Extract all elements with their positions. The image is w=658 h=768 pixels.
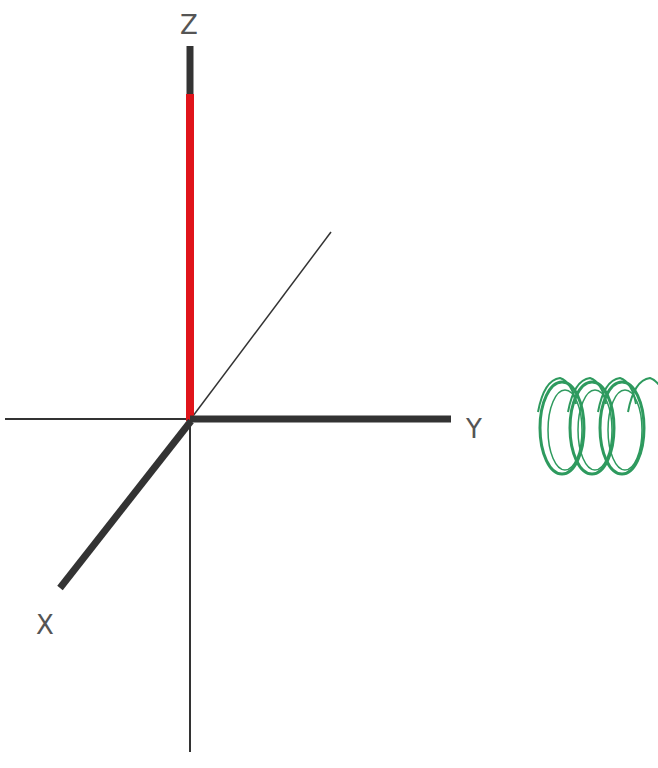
- diagonal-line: [190, 232, 331, 420]
- y-axis: [190, 416, 451, 423]
- axis-label: Y: [466, 416, 482, 442]
- z-axis-tip: [187, 46, 194, 96]
- x-axis: [60, 421, 191, 588]
- axis-label: Z: [180, 12, 198, 38]
- coil-winding-inner: [608, 390, 642, 470]
- coil-symbol: [538, 378, 658, 474]
- coil-arc: [598, 378, 636, 412]
- z-axis: [186, 94, 194, 421]
- coil-winding: [600, 382, 644, 474]
- coil-arc: [568, 378, 606, 412]
- coil-arc: [628, 378, 658, 412]
- coil-arc: [538, 378, 576, 412]
- axis-label: X: [36, 612, 54, 638]
- negative-y-line: [5, 418, 190, 420]
- negative-z-line: [189, 420, 191, 752]
